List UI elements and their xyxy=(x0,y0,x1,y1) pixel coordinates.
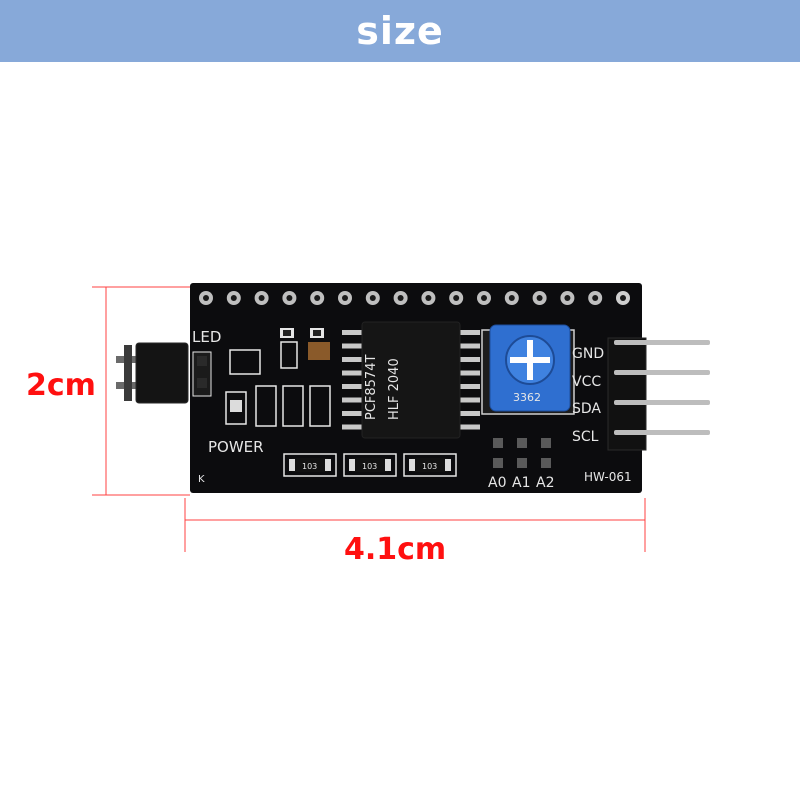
i2c-pin-header xyxy=(607,337,710,451)
header-hole-center xyxy=(230,295,237,301)
chip-leg xyxy=(460,397,480,403)
header-hole-center xyxy=(564,295,571,301)
pot-code: 3362 xyxy=(513,391,541,404)
chip-leg xyxy=(460,343,480,349)
chip-leg xyxy=(342,357,362,362)
header-hole-center xyxy=(369,295,376,301)
potentiometer: 3362 xyxy=(481,324,575,415)
chip-leg xyxy=(460,384,480,389)
chip-leg xyxy=(460,424,480,430)
header-hole-center xyxy=(203,295,209,301)
chip-leg xyxy=(342,424,362,430)
address-label-a1: A1 xyxy=(512,475,530,491)
header-hole-center xyxy=(342,295,348,301)
chip-leg xyxy=(342,343,362,349)
chip-leg xyxy=(342,370,362,376)
bottom-resistors: 103 103 103 xyxy=(283,453,457,477)
pin-label-vcc: VCC xyxy=(572,374,601,390)
header-hole-center xyxy=(258,295,265,301)
chip-leg xyxy=(342,411,362,416)
chip-leg xyxy=(460,370,480,376)
header-hole-center xyxy=(286,295,293,301)
header-hole-center xyxy=(397,295,404,301)
chip-leg xyxy=(460,357,480,362)
title-banner: size xyxy=(0,0,800,62)
height-dimension-label: 2cm xyxy=(26,368,96,403)
k-label: K xyxy=(198,474,205,485)
header-hole-center xyxy=(425,295,432,301)
resistor-label-3: 103 xyxy=(422,462,437,471)
lcd-header-holes xyxy=(199,291,630,305)
header-hole-center xyxy=(508,295,515,301)
model-label: HW-061 xyxy=(584,470,632,484)
pcf8574-chip: PCF8574T HLF 2040 xyxy=(342,321,480,439)
chip-marking-2: HLF 2040 xyxy=(387,358,402,420)
led-label: LED xyxy=(192,328,221,346)
address-label-a0: A0 xyxy=(488,475,506,491)
width-dimension-lines xyxy=(184,498,646,552)
header-hole-center xyxy=(536,295,543,301)
width-dimension-label: 4.1cm xyxy=(344,532,447,567)
banner-title: size xyxy=(356,9,444,53)
resistor-label-2: 103 xyxy=(362,462,377,471)
chip-marking-1: PCF8574T xyxy=(364,355,379,420)
pin-label-scl: SCL xyxy=(572,429,599,445)
chip-leg xyxy=(342,330,362,335)
address-pads xyxy=(493,438,551,468)
resistor-label-1: 103 xyxy=(302,462,317,471)
chip-leg xyxy=(460,411,480,416)
address-label-a2: A2 xyxy=(536,475,554,491)
chip-leg xyxy=(342,397,362,403)
chip-leg xyxy=(342,384,362,389)
height-dimension-lines xyxy=(92,286,190,496)
led-jumper xyxy=(116,342,189,404)
header-hole-center xyxy=(592,295,599,301)
header-hole-center xyxy=(620,295,626,301)
power-label: POWER xyxy=(208,438,264,456)
chip-leg xyxy=(460,330,480,335)
pin-label-gnd: GND xyxy=(572,346,604,362)
header-hole-center xyxy=(481,295,487,301)
header-hole-center xyxy=(314,295,321,301)
pin-label-sda: SDA xyxy=(572,401,601,417)
smd-components xyxy=(192,328,331,427)
header-hole-center xyxy=(453,295,460,301)
